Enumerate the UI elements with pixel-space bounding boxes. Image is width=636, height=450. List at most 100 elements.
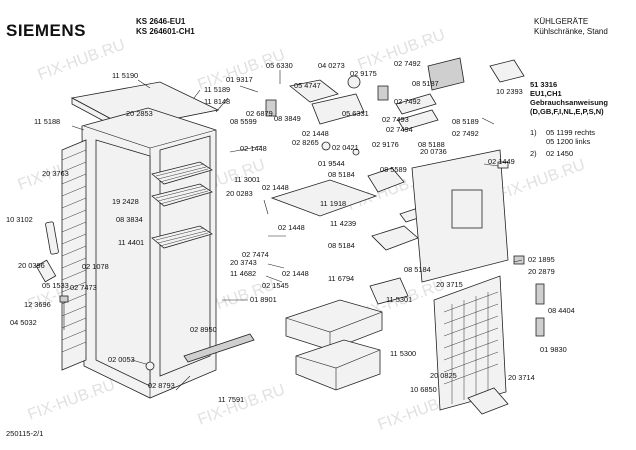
part-label: 08 5189 [452,117,479,126]
doc-part-number: 51 3316 [530,80,557,89]
part-label: 05 6330 [266,61,293,70]
doc-item-number: 2) [530,149,537,158]
crisper-drawer-upper [285,299,383,351]
part-label: 19 2428 [112,197,139,206]
part-label: 02 1448 [282,269,309,278]
part-label: 02 1448 [278,223,305,232]
part-label: 11 5189 [204,85,230,94]
part-label: 08 3834 [116,215,143,224]
part-label: 02 1895 [528,255,555,264]
door-stop-part [513,255,525,265]
doc-item-number: 1) [530,128,537,137]
screw-head [59,295,69,303]
part-label: 02 7494 [386,125,413,134]
part-label: 02 1448 [262,183,289,192]
part-label: 02 8950 [190,325,217,334]
model-line-2: KS 264601-CH1 [136,27,195,36]
part-label: 02 7473 [70,283,97,292]
kick-plate [183,333,255,363]
part-label: 20 3715 [436,280,463,289]
part-label: 02 1545 [262,281,289,290]
model-line-1: KS 2646-EU1 [136,17,186,26]
part-label: 10 2393 [496,87,523,96]
part-label: 11 4682 [230,269,256,278]
part-label: 05 4747 [294,81,321,90]
grommet-part [352,148,360,156]
part-label: 20 2879 [528,267,555,276]
part-label: 02 1078 [82,262,109,271]
part-label: 02 7492 [394,97,421,106]
part-label: 02 9175 [350,69,377,78]
part-label: 20 0825 [430,371,457,380]
brand-logo: SIEMENS [6,21,86,40]
category-title: KÜHLGERÄTE [534,17,588,26]
hinge-bracket [427,57,465,91]
part-label: 01 9317 [226,75,253,84]
part-label: 11 3001 [234,175,260,184]
glass-shelf [270,179,378,217]
freezer-flap [451,189,483,229]
part-label: 02 7493 [382,115,409,124]
part-label: 11 5301 [386,295,412,304]
part-label: 20 0396 [18,261,45,270]
doc-variant: EU1,CH1 [530,89,562,98]
part-label: 11 5188 [34,117,60,126]
part-label: 01 9544 [318,159,345,168]
part-label: 11 4401 [118,238,144,247]
handle-part [45,221,59,255]
grommet-part [321,141,331,151]
doc-item-code: 02 1450 [546,149,573,158]
part-label: 08 5184 [404,265,431,274]
part-label: 11 5300 [390,349,416,358]
part-label: 01 9830 [540,345,567,354]
part-label: 02 0421 [332,143,359,152]
part-label: 01 8901 [250,295,277,304]
rail-part [395,93,437,115]
part-label: 04 5032 [10,318,37,327]
footer-reference: 250115-2/1 [6,429,43,438]
part-label: 02 6879 [246,109,273,118]
egg-tray [367,167,405,193]
watermark-text: FIX-HUB.RU [196,381,288,428]
part-label: 08 5187 [412,79,439,88]
part-label: 02 9176 [372,140,399,149]
subcategory-title: Kühlschränke, Stand [534,27,608,36]
hinge-part [535,317,545,337]
leader-lines [71,70,523,391]
hinge-part [535,283,545,305]
part-label: 11 4239 [330,219,356,228]
part-label: 11 7591 [218,395,244,404]
watermark-text: FIX-HUB.RU [26,376,118,423]
ice-tray [467,387,509,415]
part-label: 08 5184 [328,241,355,250]
part-label: 02 1448 [240,144,267,153]
part-label: 08 5599 [230,117,257,126]
part-label: 20 3714 [508,373,535,382]
drawing-parts [35,57,545,415]
part-label: 10 3102 [6,215,33,224]
doc-languages: (D,GB,F,I,NL,E,P,S,N) [530,107,604,116]
part-label: 11 8148 [204,97,230,106]
part-label: 12 3696 [24,300,51,309]
cabinet-inner-wall [95,139,151,387]
lamp-housing [289,79,339,103]
part-label: 20 2853 [126,109,153,118]
part-label: 08 5184 [328,170,355,179]
part-label: 11 6794 [328,274,354,283]
part-label: 08 3849 [274,114,301,123]
thermostat-housing [311,93,365,125]
part-label: 08 5589 [380,165,407,174]
part-label: 02 7474 [242,250,269,259]
foot-part [145,361,155,371]
part-label: 10 6850 [410,385,437,394]
part-label: 02 7492 [452,129,479,138]
part-label: 05 1533 [42,281,69,290]
knob-part [265,99,277,117]
spring-part [377,85,389,101]
cover-box [489,59,525,83]
doc-manual-title: Gebrauchsanweisung [530,98,608,107]
part-label: 02 1448 [302,129,329,138]
part-label: 08 5188 [418,140,445,149]
part-label-layer: 11 5190 11 5189 11 8148 20 2853 11 5188 … [6,59,575,404]
